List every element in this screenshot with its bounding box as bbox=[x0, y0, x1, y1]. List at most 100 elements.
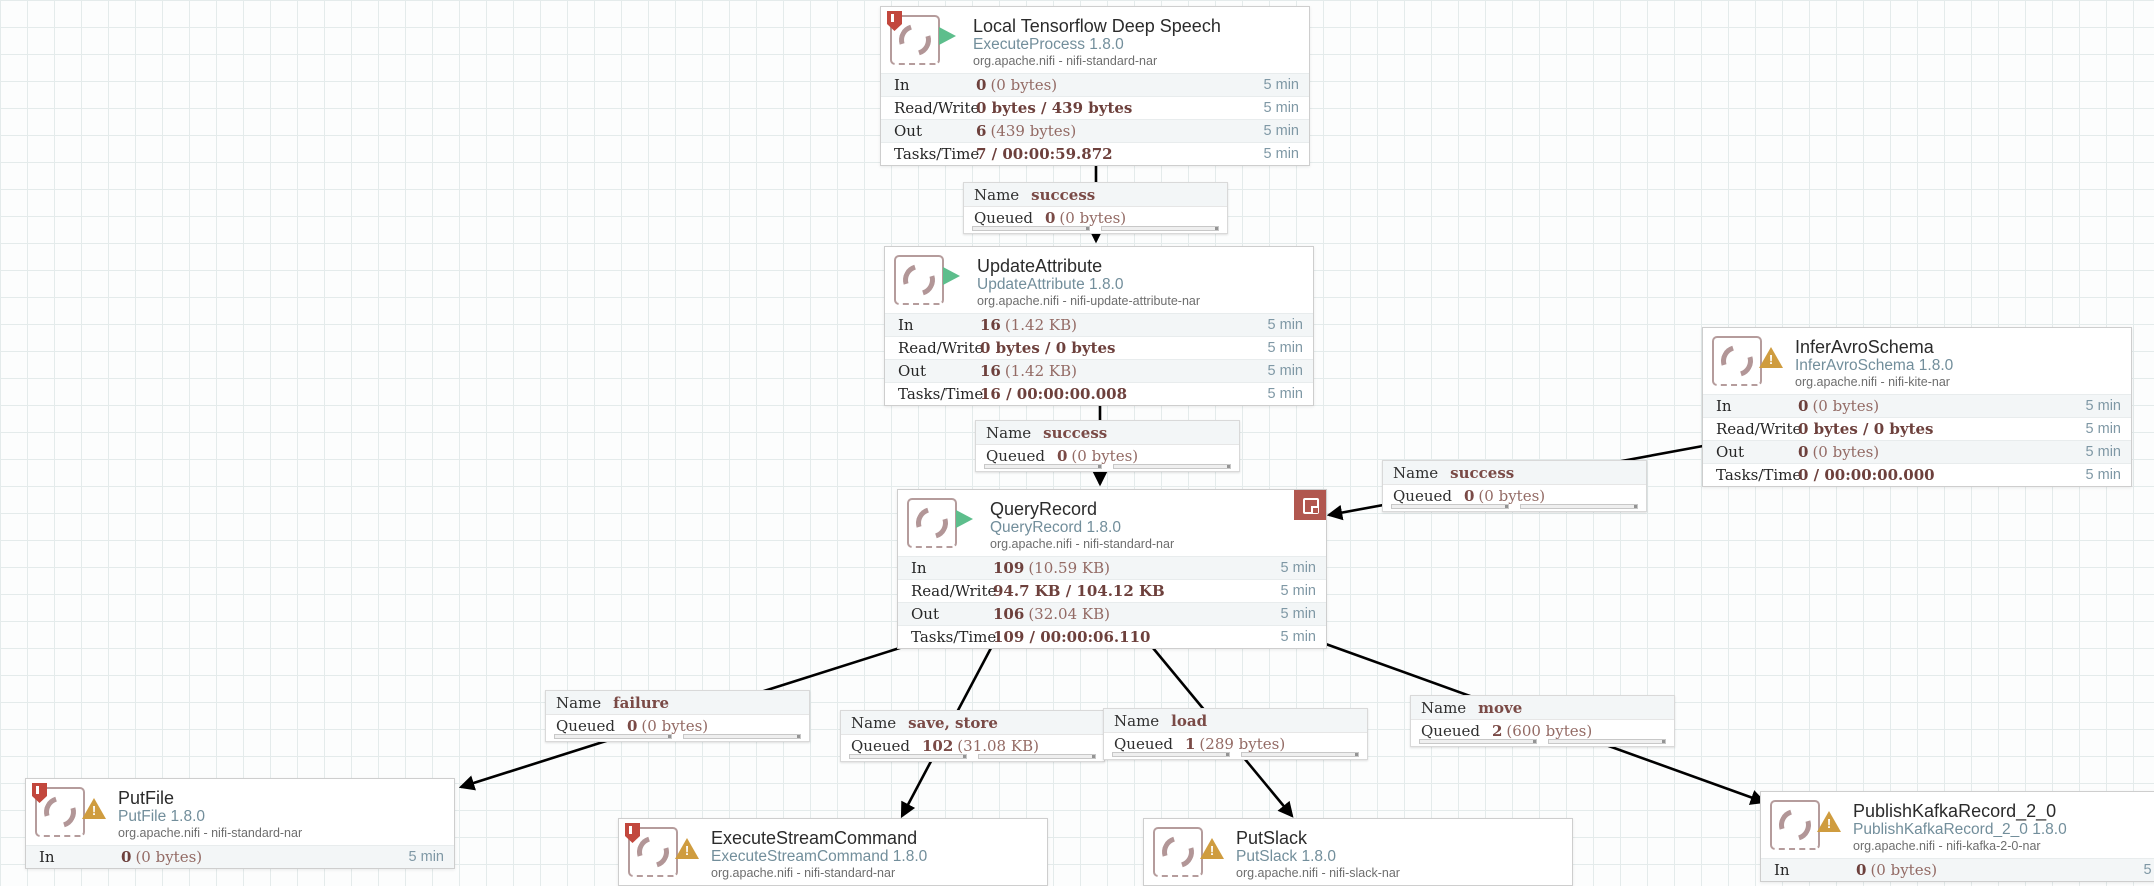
processor-type: UpdateAttribute 1.8.0 bbox=[977, 276, 1124, 293]
relationship-name: load bbox=[1171, 711, 1208, 730]
stat-label: Out bbox=[898, 362, 926, 380]
processor-bundle: org.apache.nifi - nifi-standard-nar bbox=[711, 866, 896, 880]
queued-value: 102(31.08 KB) bbox=[921, 737, 1039, 755]
processor-esc[interactable]: ExecuteStreamCommand ExecuteStreamComman… bbox=[618, 818, 1048, 886]
stat-window: 5 min bbox=[1280, 629, 1316, 645]
stat-label: Tasks/Time bbox=[1716, 466, 1802, 484]
stat-value: 16(1.42 KB) bbox=[980, 362, 1077, 380]
processor-stats: In 0(0 bytes) 5 min Read/Write 0 bytes /… bbox=[1703, 394, 2131, 486]
name-label: Name bbox=[851, 713, 897, 732]
processor-header: ExecuteStreamCommand ExecuteStreamComman… bbox=[619, 819, 1047, 885]
stat-value: 94.7 KB / 104.12 KB bbox=[993, 582, 1165, 600]
processor-pkr[interactable]: PublishKafkaRecord_2_0 PublishKafkaRecor… bbox=[1760, 791, 2154, 882]
stat-window: 5 min bbox=[2085, 421, 2121, 437]
processor-titles: PutFile PutFile 1.8.0 org.apache.nifi - … bbox=[118, 788, 414, 841]
restricted-shield-icon bbox=[32, 783, 47, 803]
processor-pf[interactable]: PutFile PutFile 1.8.0 org.apache.nifi - … bbox=[25, 778, 455, 869]
name-label: Name bbox=[986, 423, 1032, 442]
stat-window: 5 min bbox=[1280, 606, 1316, 622]
processor-name: InferAvroSchema bbox=[1795, 337, 1934, 357]
connection-c7-move[interactable]: Name move Queued 2(600 bytes) bbox=[1410, 695, 1675, 747]
stat-value: 0 bytes / 0 bytes bbox=[1798, 420, 1934, 438]
connection-c2-success[interactable]: Name success Queued 0(0 bytes) bbox=[975, 420, 1240, 472]
bulletin-indicator[interactable] bbox=[1294, 490, 1326, 520]
connection-c3-success[interactable]: Name success Queued 0(0 bytes) bbox=[1382, 460, 1647, 512]
restricted-shield-icon bbox=[887, 11, 902, 31]
processor-bundle: org.apache.nifi - nifi-kite-nar bbox=[1795, 375, 1950, 389]
name-label: Name bbox=[1393, 463, 1439, 482]
processor-name: Local Tensorflow Deep Speech bbox=[973, 16, 1221, 36]
stat-row: Read/Write 94.7 KB / 104.12 KB 5 min bbox=[898, 579, 1326, 602]
relationship-name: success bbox=[1043, 423, 1108, 442]
queued-value: 0(0 bytes) bbox=[1463, 487, 1546, 505]
queue-size-bar bbox=[1548, 739, 1666, 744]
stat-value: 6(439 bytes) bbox=[976, 122, 1077, 140]
processor-stats: In 16(1.42 KB) 5 min Read/Write 0 bytes … bbox=[885, 313, 1313, 405]
processor-titles: QueryRecord QueryRecord 1.8.0 org.apache… bbox=[990, 499, 1286, 552]
restricted-shield-icon bbox=[625, 823, 640, 843]
stat-label: Tasks/Time bbox=[894, 145, 980, 163]
processor-titles: PutSlack PutSlack 1.8.0 org.apache.nifi … bbox=[1236, 828, 1532, 881]
queue-size-bar bbox=[1113, 464, 1231, 469]
processor-titles: UpdateAttribute UpdateAttribute 1.8.0 or… bbox=[977, 256, 1273, 309]
stat-row: Read/Write 0 bytes / 439 bytes 5 min bbox=[881, 96, 1309, 119]
stat-label: Tasks/Time bbox=[898, 385, 984, 403]
stat-row: Read/Write 0 bytes / 0 bytes 5 min bbox=[1703, 417, 2131, 440]
processor-header: QueryRecord QueryRecord 1.8.0 org.apache… bbox=[898, 490, 1326, 556]
queue-size-bar bbox=[683, 734, 801, 739]
name-label: Name bbox=[556, 693, 602, 712]
processor-name: QueryRecord bbox=[990, 499, 1098, 519]
stat-window: 5 min bbox=[1263, 77, 1299, 93]
stat-row: Read/Write 0 bytes / 0 bytes 5 min bbox=[885, 336, 1313, 359]
processor-qr[interactable]: QueryRecord QueryRecord 1.8.0 org.apache… bbox=[897, 489, 1327, 649]
connection-queued-row: Queued 0(0 bytes) bbox=[964, 207, 1227, 233]
connection-name-row: Name success bbox=[964, 183, 1227, 207]
queue-count-bar bbox=[972, 226, 1090, 231]
stat-row: In 0(0 bytes) 5 min bbox=[26, 845, 454, 868]
connection-c1-success[interactable]: Name success Queued 0(0 bytes) bbox=[963, 182, 1228, 234]
stat-window: 5 min bbox=[1263, 146, 1299, 162]
processor-type: ExecuteStreamCommand 1.8.0 bbox=[711, 848, 928, 865]
processor-p1[interactable]: Local Tensorflow Deep Speech ExecuteProc… bbox=[880, 6, 1310, 166]
processor-ias[interactable]: InferAvroSchema InferAvroSchema 1.8.0 or… bbox=[1702, 327, 2132, 487]
stat-value: 0(0 bytes) bbox=[1798, 397, 1880, 415]
queue-size-bar bbox=[1241, 752, 1359, 757]
stat-window: 5 min bbox=[1263, 123, 1299, 139]
connection-c5-save-store[interactable]: Name save, store Queued 102(31.08 KB) bbox=[840, 710, 1105, 762]
processor-type: QueryRecord 1.8.0 bbox=[990, 519, 1121, 536]
stat-value: 109(10.59 KB) bbox=[993, 559, 1110, 577]
queued-label: Queued bbox=[1421, 722, 1480, 740]
queued-value: 0(0 bytes) bbox=[626, 717, 709, 735]
connection-name-row: Name success bbox=[976, 421, 1239, 445]
processor-stamp-icon bbox=[1153, 827, 1203, 877]
processor-name: UpdateAttribute bbox=[977, 256, 1103, 276]
processor-header: PublishKafkaRecord_2_0 PublishKafkaRecor… bbox=[1761, 792, 2154, 858]
stat-row: In 0(0 bytes) 5 min bbox=[1703, 394, 2131, 417]
connection-name-row: Name move bbox=[1411, 696, 1674, 720]
queue-count-bar bbox=[1391, 504, 1509, 509]
stat-window: 5 min bbox=[2085, 467, 2121, 483]
processor-name: PutSlack bbox=[1236, 828, 1308, 848]
stat-label: Read/Write bbox=[1716, 420, 1802, 438]
connection-c6-load[interactable]: Name load Queued 1(289 bytes) bbox=[1103, 708, 1368, 760]
processor-stamp-icon bbox=[894, 255, 944, 305]
processor-bundle: org.apache.nifi - nifi-standard-nar bbox=[118, 826, 303, 840]
queue-size-bar bbox=[1101, 226, 1219, 231]
queue-count-bar bbox=[1419, 739, 1537, 744]
processor-ps[interactable]: PutSlack PutSlack 1.8.0 org.apache.nifi … bbox=[1143, 818, 1573, 886]
connection-c4-failure[interactable]: Name failure Queued 0(0 bytes) bbox=[545, 690, 810, 742]
stat-row: In 0(0 bytes) 5 min bbox=[1761, 858, 2154, 881]
processor-type: PublishKafkaRecord_2_0 1.8.0 bbox=[1853, 821, 2067, 838]
processor-type: InferAvroSchema 1.8.0 bbox=[1795, 357, 1954, 374]
warning-status-icon bbox=[675, 838, 699, 859]
processor-ua[interactable]: UpdateAttribute UpdateAttribute 1.8.0 or… bbox=[884, 246, 1314, 406]
queue-size-bar bbox=[978, 754, 1096, 759]
stat-value: 0 / 00:00:00.000 bbox=[1798, 466, 1935, 484]
stat-value: 0 bytes / 0 bytes bbox=[980, 339, 1116, 357]
stat-label: Out bbox=[911, 605, 939, 623]
stat-window: 5 min bbox=[1267, 363, 1303, 379]
circular-arrows-icon bbox=[1156, 830, 1200, 874]
queued-value: 2(600 bytes) bbox=[1491, 722, 1593, 740]
stat-label: In bbox=[39, 848, 55, 866]
